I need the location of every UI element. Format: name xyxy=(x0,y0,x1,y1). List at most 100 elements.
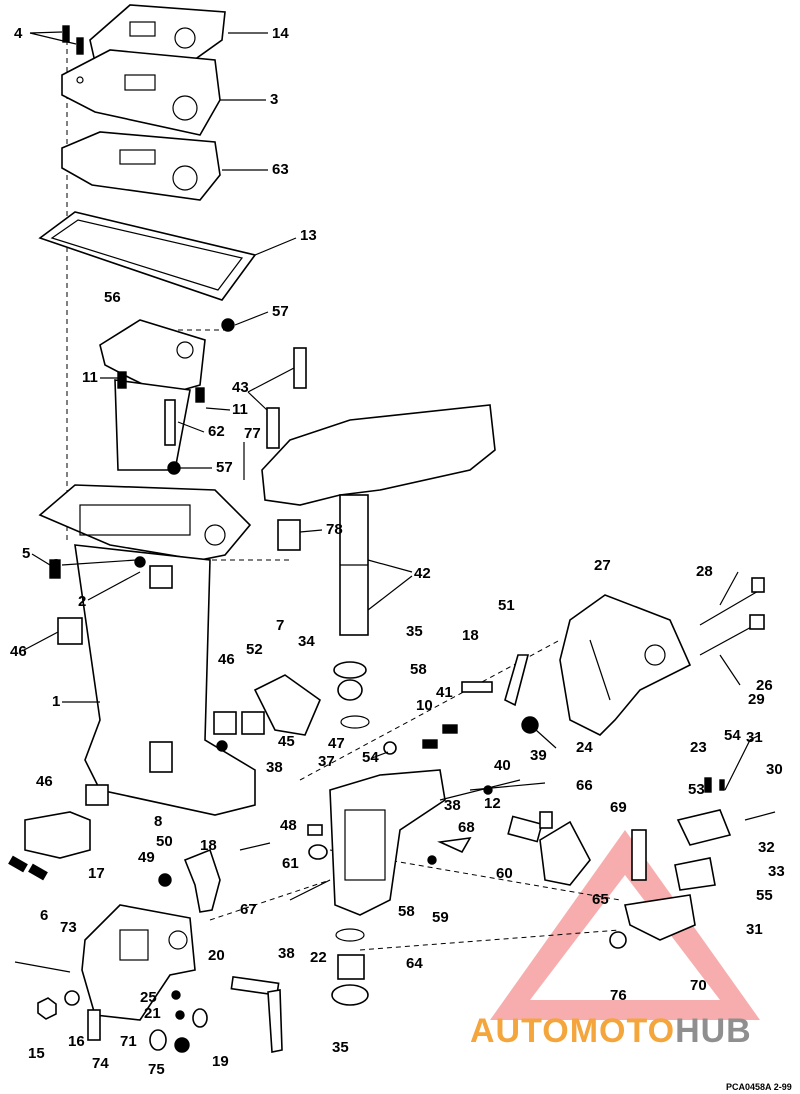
adapter-plate-3 xyxy=(61,49,221,136)
callout-label: 45 xyxy=(278,733,295,750)
callout-label: 47 xyxy=(328,735,345,752)
watermark-triangle xyxy=(490,830,760,1020)
callout-label: 32 xyxy=(758,839,775,856)
callout-label: 52 xyxy=(246,641,263,658)
callout-label: 19 xyxy=(212,1053,229,1070)
fasteners-19-25 xyxy=(149,990,208,1053)
callout-label: 53 xyxy=(688,781,705,798)
steering-arm-42 xyxy=(261,404,496,636)
callout-label: 35 xyxy=(406,623,423,640)
callout-label: 61 xyxy=(282,855,299,872)
bushings-bottom xyxy=(331,928,369,1006)
callout-label: 6 xyxy=(40,907,48,924)
callout-label: 64 xyxy=(406,955,423,972)
callout-label: 10 xyxy=(416,697,433,714)
stern-bracket-37 xyxy=(329,769,521,916)
pieces-12-66 xyxy=(507,811,553,843)
callout-label: 70 xyxy=(690,977,707,994)
watermark-part-b: HUB xyxy=(675,1012,752,1050)
bolts-28-26 xyxy=(699,577,765,656)
callout-label: 48 xyxy=(280,817,297,834)
seal-13 xyxy=(38,211,257,301)
callout-label: 37 xyxy=(318,753,335,770)
bushings-34-35-58 xyxy=(333,661,370,729)
clamp-8 xyxy=(8,784,109,881)
callout-label: 17 xyxy=(88,865,105,882)
callout-label: 46 xyxy=(36,773,53,790)
parts-48-61-67 xyxy=(289,824,331,901)
callout-label: 31 xyxy=(746,921,763,938)
callout-label: 18 xyxy=(462,627,479,644)
bracket-65 xyxy=(539,820,591,886)
callout-label: 7 xyxy=(276,617,284,634)
tilt-lever-22 xyxy=(230,975,283,1053)
callout-label: 18 xyxy=(200,837,217,854)
callout-label: 13 xyxy=(300,227,317,244)
watermark-part-a: AUTOMOTO xyxy=(470,1012,675,1050)
callout-label: 56 xyxy=(104,289,121,306)
callout-label: 63 xyxy=(272,161,289,178)
callout-label: 3 xyxy=(270,91,278,108)
callout-label: 49 xyxy=(138,849,155,866)
callout-label: 24 xyxy=(576,739,593,756)
lever-50 xyxy=(158,842,271,913)
callout-label: 11 xyxy=(82,369,98,386)
callout-label: 38 xyxy=(266,759,283,776)
callout-label: 38 xyxy=(278,945,295,962)
callout-label: 30 xyxy=(766,761,783,778)
callout-label: 11 xyxy=(232,401,248,418)
callout-label: 60 xyxy=(496,865,513,882)
reference-code: PCA0458A 2-99 xyxy=(726,1082,792,1092)
callout-label: 39 xyxy=(530,747,547,764)
callout-label: 57 xyxy=(216,459,233,476)
rod-39-40 xyxy=(469,782,546,795)
callout-label: 57 xyxy=(272,303,289,320)
callout-label: 33 xyxy=(768,863,785,880)
spring-69 xyxy=(631,829,647,881)
callout-label: 46 xyxy=(218,651,235,668)
leader-lines xyxy=(23,31,741,759)
callout-label: 68 xyxy=(458,819,475,836)
callout-label: 74 xyxy=(92,1055,109,1072)
callout-label: 66 xyxy=(576,777,593,794)
callout-label: 8 xyxy=(154,813,162,830)
callout-label: 50 xyxy=(156,833,173,850)
callout-label: 75 xyxy=(148,1061,165,1078)
callout-label: 62 xyxy=(208,423,225,440)
callout-label: 69 xyxy=(610,799,627,816)
callout-label: 25 xyxy=(140,989,157,1006)
callout-label: 55 xyxy=(756,887,773,904)
callout-label: 27 xyxy=(594,557,611,574)
callout-label: 20 xyxy=(208,947,225,964)
callout-label: 1 xyxy=(52,693,60,710)
callout-label: 73 xyxy=(60,919,77,936)
callout-label: 31 xyxy=(746,729,763,746)
callout-label: 51 xyxy=(498,597,515,614)
callout-label: 4 xyxy=(14,25,23,42)
callout-label: 59 xyxy=(432,909,449,926)
callout-label: 22 xyxy=(310,949,327,966)
callout-label: 35 xyxy=(332,1039,349,1056)
gasket-63 xyxy=(61,131,221,201)
callout-label: 65 xyxy=(592,891,609,908)
callout-label: 42 xyxy=(414,565,431,582)
clamp-bracket-17 xyxy=(81,904,196,1021)
callout-label: 12 xyxy=(484,795,501,812)
callout-label: 9 xyxy=(52,556,60,573)
watermark-text: AUTOMOTOHUB xyxy=(470,1012,752,1050)
callout-label: 78 xyxy=(326,521,343,538)
callout-label: 21 xyxy=(144,1005,161,1022)
callout-label: 38 xyxy=(444,797,461,814)
callout-label: 16 xyxy=(68,1033,85,1050)
lever-51 xyxy=(461,654,530,707)
callout-label: 40 xyxy=(494,757,511,774)
tilt-parts-32-33-70 xyxy=(609,809,732,949)
callout-label: 5 xyxy=(22,545,30,562)
fasteners-24-41-10 xyxy=(383,716,539,755)
callout-label: 54 xyxy=(724,727,741,744)
callout-label: 14 xyxy=(272,25,289,42)
callout-label: 46 xyxy=(10,643,27,660)
swivel-bracket-27 xyxy=(559,594,692,736)
